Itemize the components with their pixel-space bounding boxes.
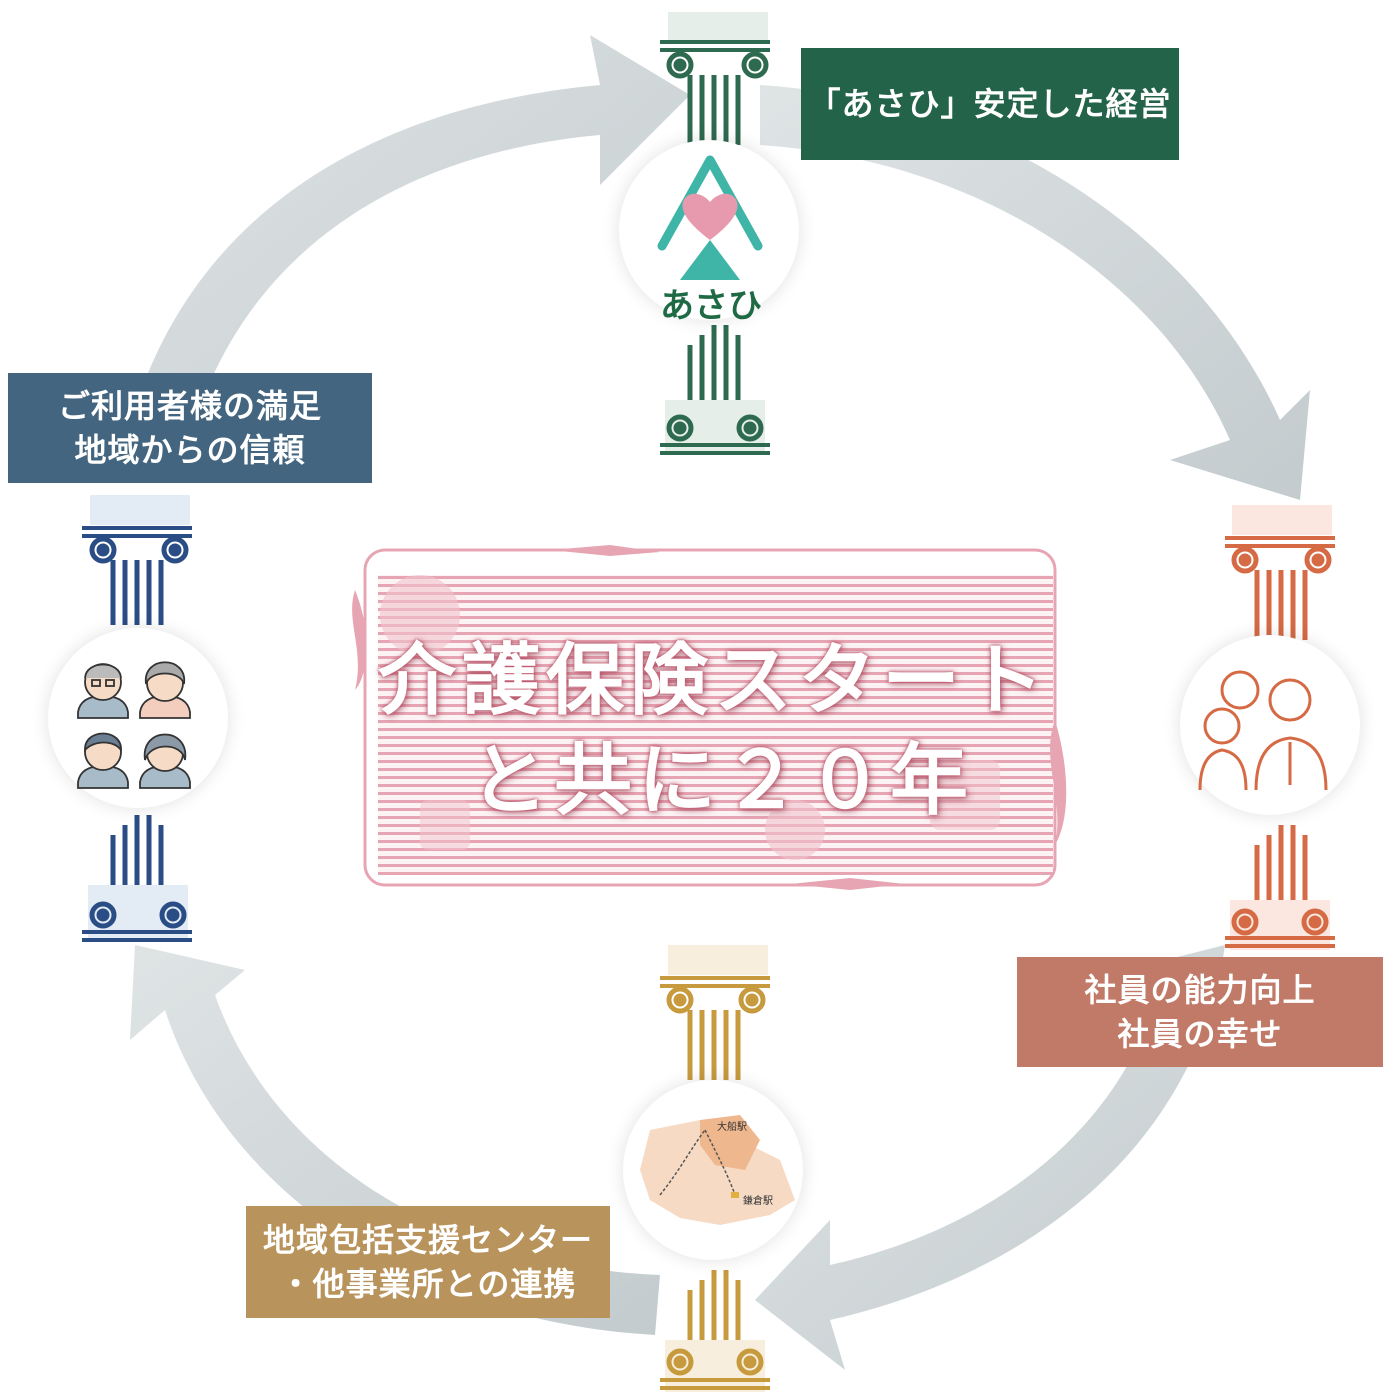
label-right-line-2: 社員の幸せ: [1117, 1015, 1283, 1053]
label-right: 社員の能力向上 社員の幸せ: [1017, 957, 1383, 1067]
pillar-top: [660, 12, 770, 455]
pillar-right: [1225, 505, 1335, 950]
map-station-2: 鎌倉駅: [743, 1196, 773, 1207]
label-top-line-1: 「あさひ」安定した経営: [808, 85, 1172, 123]
label-left-line-1: ご利用者様の満足: [57, 387, 322, 425]
title-line-2: と共に２０年: [470, 736, 975, 826]
pillar-bottom: [660, 945, 770, 1392]
arrow-right-to-bottom: [755, 945, 1225, 1370]
label-top: 「あさひ」安定した経営: [801, 48, 1179, 160]
pillar-left: [82, 495, 192, 942]
label-bottom-line-2: ・他事業所との連携: [279, 1265, 577, 1303]
title-line-1: 介護保険スタート: [378, 636, 1051, 726]
label-left: ご利用者様の満足 地域からの信頼: [8, 373, 372, 483]
logo-label: あさひ: [660, 286, 762, 326]
label-bottom: 地域包括支援センター ・他事業所との連携: [246, 1206, 610, 1318]
label-bottom-line-1: 地域包括支援センター: [262, 1221, 593, 1259]
map-station-1: 大船駅: [717, 1122, 747, 1133]
label-right-line-1: 社員の能力向上: [1084, 971, 1316, 1009]
label-left-line-2: 地域からの信頼: [74, 431, 306, 469]
